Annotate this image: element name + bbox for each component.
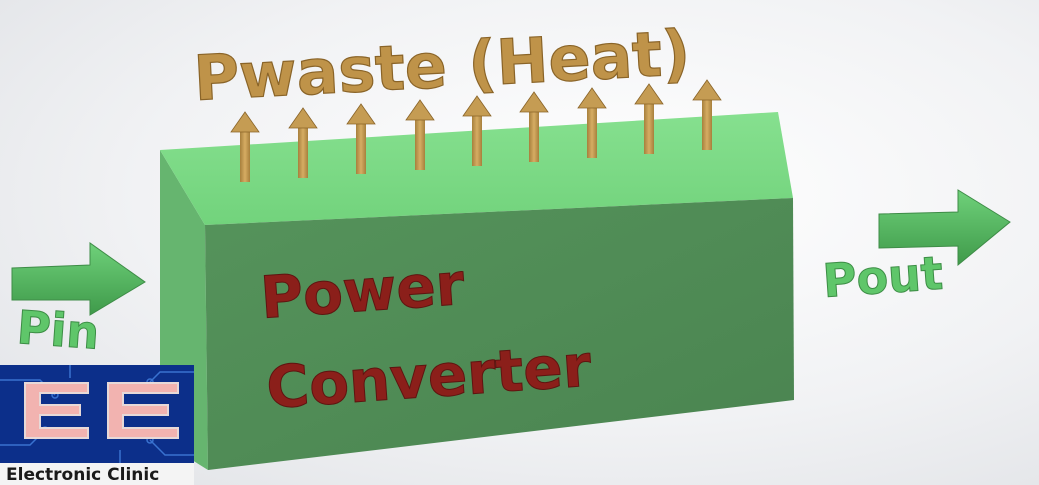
heat-arrow-icon [519,91,549,113]
output-arrow-icon [878,189,1011,267]
heat-arrow-icon [405,99,435,121]
heat-arrow-shaft [587,104,597,158]
heat-arrow-icon [346,103,376,125]
output-label: Pout [821,246,945,308]
heat-arrow-icon [692,79,722,101]
heat-arrow-icon [462,95,492,117]
heat-arrows [230,79,722,182]
box-label-power: Power [258,250,467,332]
heat-arrow-icon [577,87,607,109]
waste-heat-title: Pwaste (Heat) [192,16,692,115]
heat-arrow-icon [230,111,260,133]
heat-arrow-shaft [240,128,250,182]
logo-caption: Electronic Clinic [6,465,159,485]
box-front-face [205,198,794,470]
heat-arrow-shaft [356,120,366,174]
heat-arrow-shaft [529,108,539,162]
heat-arrow-shaft [644,100,654,154]
logo-caption-bar [0,463,194,485]
heat-arrow-shaft [472,112,482,166]
input-label: Pin [15,300,101,360]
heat-arrow-icon [288,107,318,129]
box-top-face [160,112,793,225]
electronic-clinic-logo: Electronic Clinic [0,365,194,485]
heat-arrow-shaft [415,116,425,170]
heat-arrow-icon [634,83,664,105]
heat-arrow-shaft [298,124,308,178]
heat-arrow-shaft [702,96,712,150]
input-arrow-icon [11,242,146,316]
